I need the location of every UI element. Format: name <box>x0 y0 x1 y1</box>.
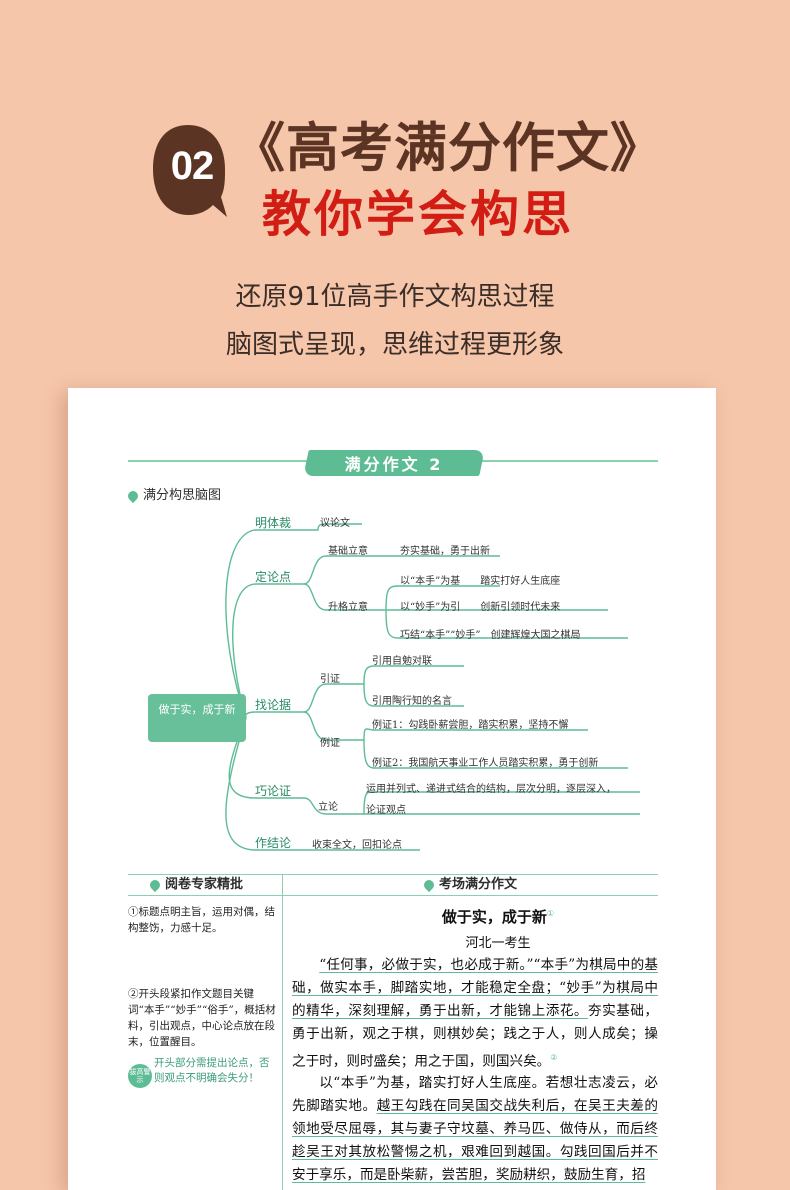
mindmap-lines <box>225 523 640 851</box>
subtitle-line-2: 脑图式呈现，思维过程更形象 <box>225 330 564 360</box>
section-number: 02 <box>170 144 215 188</box>
subtitle-line-1: 还原91位高手作文构思过程 <box>235 282 555 312</box>
mindmap-leaf: 例证1：勾践卧薪尝胆，踏实积累，坚持不懈 <box>372 720 569 731</box>
mindmap-center: 做于实，成于新 <box>148 694 246 742</box>
branch-argument: 巧论证 <box>255 784 292 798</box>
mindmap-sub-label: 引证 <box>320 674 340 685</box>
essay-banner: 满分作文 2 <box>344 455 444 474</box>
mindmap-leaf: 运用并列式、递进式结合的结构，层次分明，逐层深入， <box>366 784 616 795</box>
branch-thesis: 定论点 <box>255 570 292 584</box>
expert-review-header: 阅卷专家精批 <box>128 874 282 896</box>
mindmap-leaf: 例证2：我国航天事业工作人员踏实积累，勇于创新 <box>372 758 599 769</box>
speech-bubble-icon <box>153 125 227 217</box>
book-title: 《高考满分作文》 <box>232 117 664 179</box>
mindmap-sub-label: 升格立意 <box>328 602 368 613</box>
review-note-1: ①标题点明主旨，运用对偶，结构整饬，力感十足。 <box>128 906 275 934</box>
review-note-2: ②开头段紧扣作文题目关键词“本手”“妙手”“俗手”，概括材料，引出观点，中心论点… <box>128 988 276 1048</box>
mindmap-sub-label: 基础立意 <box>328 546 368 557</box>
mindmap-leaf: 论证观点 <box>366 805 406 816</box>
mindmap-leaf: 收束全文，回扣论点 <box>312 840 402 851</box>
mindmap-leaf: 巧结“本手”“妙手” 创建辉煌大国之棋局 <box>400 630 581 641</box>
mindmap-sub-label: 立论 <box>318 802 338 813</box>
mindmap-leaf: 夯实基础，勇于出新 <box>400 546 490 557</box>
mindmap-leaf: 引用陶行知的名言 <box>372 696 452 707</box>
mindmap-leaf: 议论文 <box>320 518 350 529</box>
mindmap-leaf: 以“本手”为基 踏实打好人生底座 <box>400 576 561 587</box>
branch-evidence: 找论据 <box>255 698 292 712</box>
essay-paragraph-2: 以“本手”为基，踏实打好人生底座。若想壮志凌云，必先脚踏实地。越王勾践在同吴国交… <box>292 1075 658 1183</box>
book-page: 满分作文 2 满分构思脑图 <box>68 388 716 1190</box>
branch-genre: 明体裁 <box>255 516 292 530</box>
mindmap-leaf: 以“妙手”为引 创新引领时代未来 <box>400 602 561 613</box>
headline: 教你学会构思 <box>262 185 575 243</box>
mindmap-sub-label: 例证 <box>320 738 340 749</box>
essay-column-header: 考场满分作文 <box>283 874 658 896</box>
essay-title: 做于实，成于新① <box>441 908 555 926</box>
essay-author: 河北一考生 <box>465 936 531 951</box>
award-icon <box>421 877 437 892</box>
column-divider <box>282 874 283 1190</box>
essay-paragraph-1: “任何事，必做于实，也必成于新。”“本手”为棋局中的基础，做实本手，脚踏实地，才… <box>292 957 659 1070</box>
warning-badge: 拔高警示 <box>128 1064 152 1088</box>
check-badge-icon <box>147 877 163 892</box>
mindmap-section-title: 满分构思脑图 <box>125 484 221 503</box>
branch-conclusion: 作结论 <box>255 836 292 850</box>
review-tip: 开头部分需提出论点，否则观点不明确会失分！ <box>154 1057 270 1084</box>
mindmap-leaf: 引用自勉对联 <box>372 656 432 667</box>
